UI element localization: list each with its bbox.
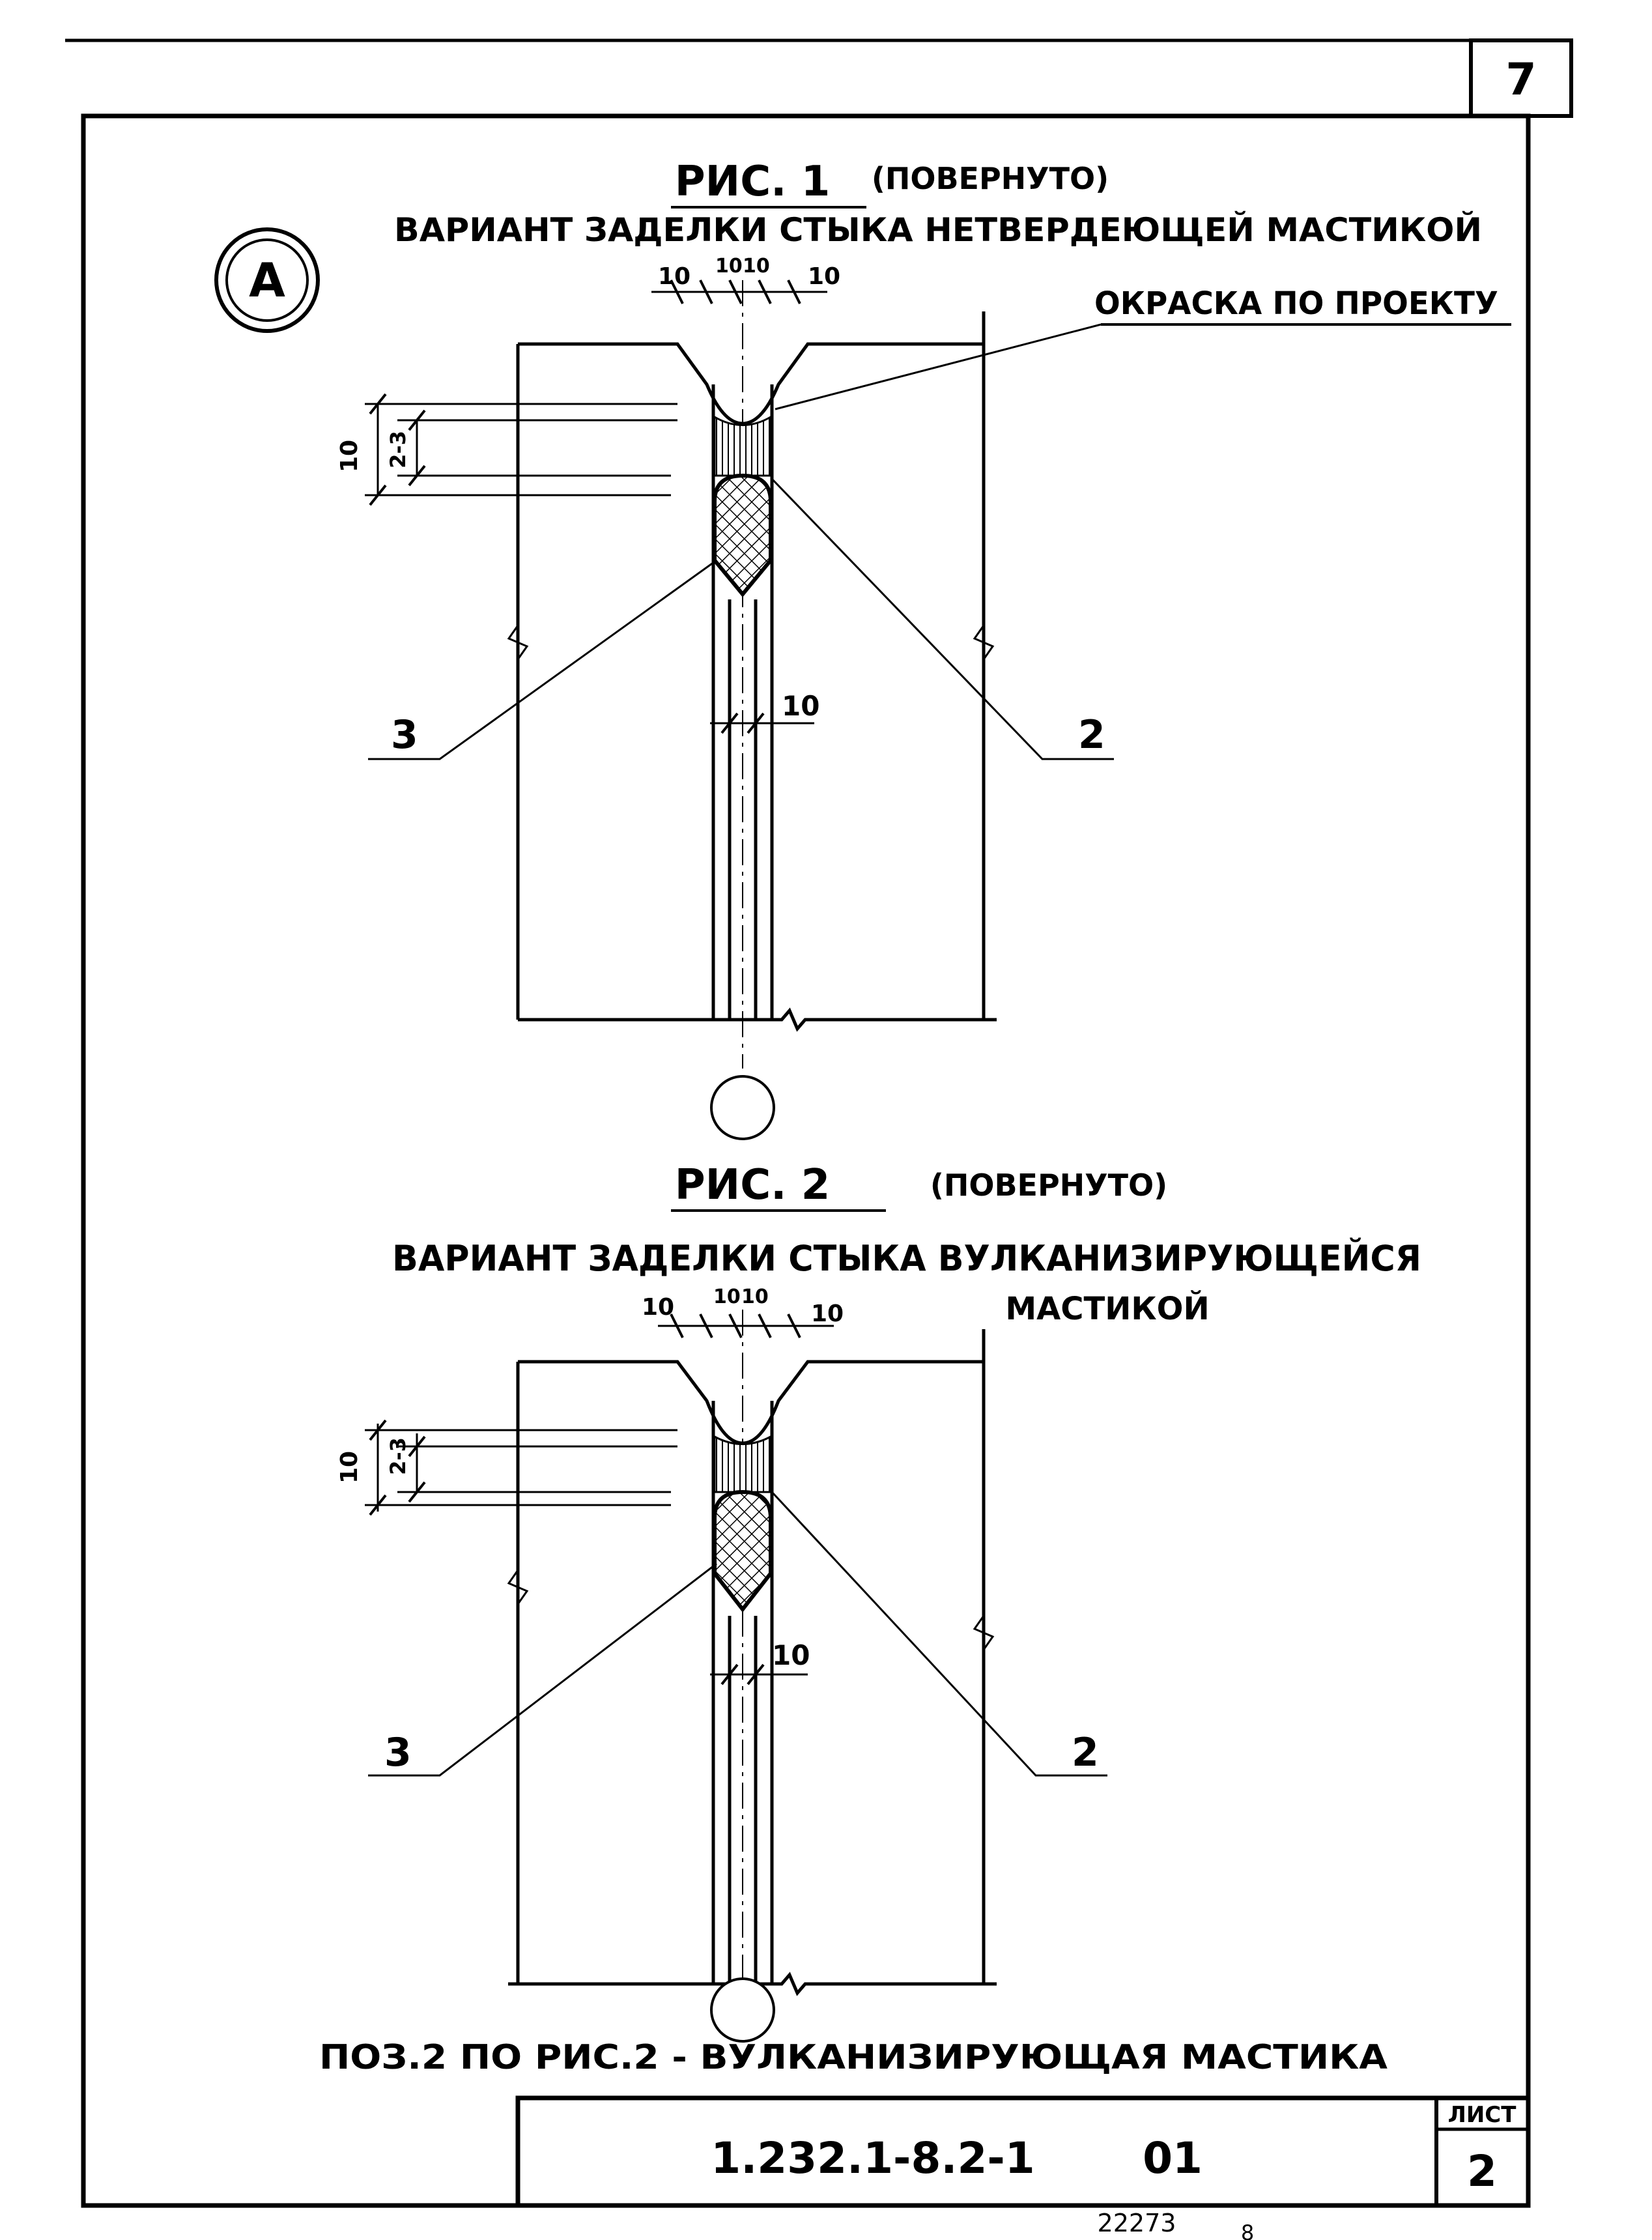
figure-1: РИС. 1 (ПОВЕРНУТО) ВАРИАНТ ЗАДЕЛКИ СТЫКА…: [336, 158, 1511, 1140]
title-block: [515, 2095, 1531, 2208]
fig2-joint-dimension: [710, 1663, 808, 1686]
view-marker: A: [214, 227, 320, 333]
fig1-title: РИС. 1: [675, 158, 831, 206]
fig2-axis-bubble: [710, 1977, 775, 2043]
fig1-dim-side-total: 10: [336, 440, 363, 472]
sheet-corner-number: 7: [1505, 54, 1536, 106]
fig1-title-note: (ПОВЕРНУТО): [872, 161, 1109, 196]
fig2-dim-top-left: 10: [642, 1294, 674, 1321]
fig1-side-dimension: [365, 393, 677, 506]
fig1-subtitle: ВАРИАНТ ЗАДЕЛКИ СТЫКА НЕТВЕРДЕЮЩЕЙ МАСТИ…: [394, 210, 1482, 249]
fig2-subtitle-line2: МАСТИКОЙ: [1005, 1290, 1209, 1327]
fig1-axis-bubble: [710, 1075, 775, 1140]
title-block-doc-code: 1.232.1-8.2-1: [711, 2133, 1034, 2183]
fig2-sealant: [713, 1435, 772, 1493]
fig1-joint-dimension: [710, 712, 814, 734]
fig2-title-note: (ПОВЕРНУТО): [930, 1168, 1167, 1203]
fig2-subtitle: ВАРИАНТ ЗАДЕЛКИ СТЫКА ВУЛКАНИЗИРУЮЩЕЙСЯ: [392, 1238, 1421, 1279]
fig1-top-dimension: [651, 280, 827, 304]
fig2-dim-top-mid-a: 10: [713, 1285, 741, 1308]
title-block-doc-suffix: 01: [1143, 2133, 1203, 2183]
title-block-sheet-label: ЛИСТ: [1448, 2102, 1517, 2128]
fig1-dim-top-mid-b: 10: [743, 255, 770, 278]
fig2-dim-top-right: 10: [811, 1300, 844, 1327]
view-marker-letter: A: [249, 253, 285, 308]
sheet-frame: [65, 38, 1573, 2208]
fig2-dim-side-total: 10: [336, 1451, 363, 1484]
fig1-pos-right: 2: [1078, 712, 1105, 758]
fig1-dim-top-left: 10: [658, 263, 691, 290]
archive-number: 22273: [1098, 2209, 1176, 2237]
fig2-gasket: [713, 1489, 773, 1613]
fig2-pos-left: 3: [384, 1730, 412, 1775]
fig1-dim-top-mid-a: 10: [715, 255, 743, 278]
fig2-pos-right: 2: [1072, 1730, 1099, 1775]
fig2-top-dimension: [658, 1314, 834, 1338]
fig1-dim-top-right: 10: [808, 263, 840, 290]
title-block-sheet-number: 2: [1467, 2146, 1497, 2196]
fig1-panels: [507, 311, 997, 1032]
fig1-dim-side-part: 2-3: [386, 431, 410, 468]
fig2-dim-top-mid-b: 10: [741, 1285, 769, 1308]
fig1-callout-leader: [775, 323, 1102, 410]
fig1-pos-left: 3: [391, 712, 418, 758]
fig1-dim-joint-width: 10: [782, 690, 819, 722]
fig2-title: РИС. 2: [675, 1161, 831, 1209]
fig2-dim-joint-width: 10: [772, 1639, 810, 1671]
fig1-gasket: [713, 473, 773, 597]
fig1-callout-text: ОКРАСКА ПО ПРОЕКТУ: [1094, 285, 1498, 322]
figure-2: РИС. 2 (ПОВЕРНУТО) ВАРИАНТ ЗАДЕЛКИ СТЫКА…: [336, 1161, 1421, 2043]
fig1-sealant: [713, 415, 772, 477]
page-mark: 8: [1241, 2220, 1254, 2240]
fig2-panels: [507, 1329, 997, 1996]
fig2-side-dimension: [365, 1419, 677, 1516]
fig1-leaders: [368, 478, 1114, 760]
fig2-dim-side-part: 2-3: [386, 1437, 410, 1475]
position-note: ПОЗ.2 ПО РИС.2 - ВУЛКАНИЗИРУЮЩАЯ МАСТИКА: [319, 2038, 1388, 2077]
fig2-leaders: [368, 1491, 1107, 1777]
